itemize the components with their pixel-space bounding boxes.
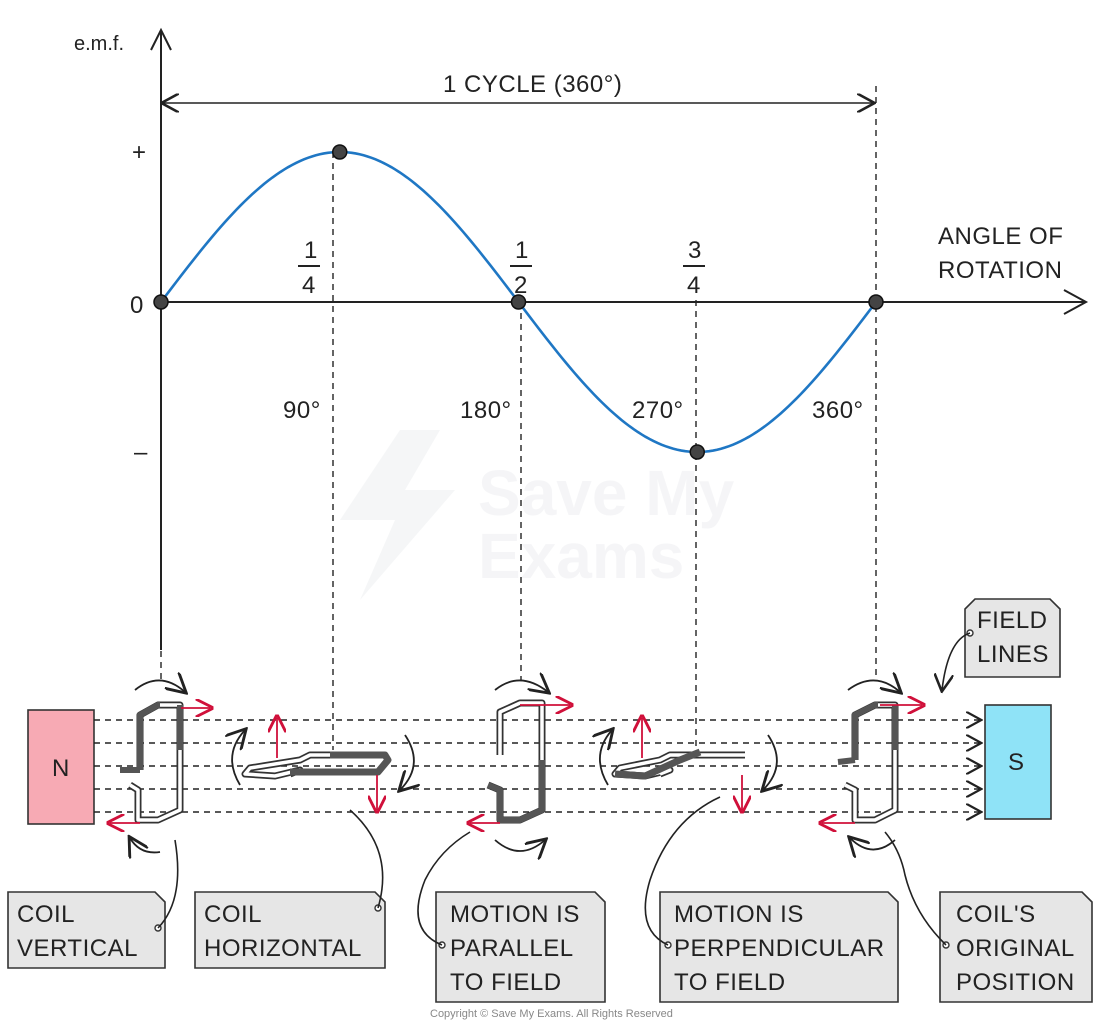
cycle-label: 1 CYCLE (360°) [443, 71, 622, 98]
callout-original-2: ORIGINAL [956, 935, 1075, 962]
y-axis-label: e.m.f. [74, 33, 124, 55]
fraction-quarter: 1 4 [298, 237, 320, 299]
coil-vertical-180 [470, 680, 570, 851]
x-axis-label-line-1: ANGLE OF [938, 223, 1063, 250]
callout-field-lines-1: FIELD [977, 607, 1048, 634]
degree-270: 270° [632, 397, 684, 424]
degree-90: 90° [283, 397, 321, 424]
callout-original-1: COIL'S [956, 901, 1036, 928]
curve-point-180 [510, 294, 527, 310]
south-pole [984, 704, 1052, 820]
south-label: S [1008, 749, 1025, 776]
callout-parallel-2: PARALLEL [450, 935, 574, 962]
watermark-line-2: Exams [478, 520, 684, 592]
callout-field-lines: FIELD LINES [942, 598, 1061, 690]
y-minus-label: – [134, 439, 148, 466]
callout-coil-horizontal-1: COIL [204, 901, 262, 928]
callout-coil-horizontal: COIL HORIZONTAL [194, 809, 386, 969]
coil-original-360 [822, 680, 922, 849]
north-pole [27, 709, 95, 825]
fraction-half: 1 2 [510, 237, 532, 299]
fraction-three-quarter-den: 4 [687, 272, 700, 299]
callout-coil-vertical-1: COIL [17, 901, 75, 928]
callout-perpendicular-3: TO FIELD [674, 969, 786, 996]
field-lines [94, 720, 980, 812]
callout-coil-horizontal-2: HORIZONTAL [204, 935, 362, 962]
y-plus-label: + [132, 139, 147, 166]
curve-point-90 [332, 144, 348, 160]
curve-point-360 [868, 294, 884, 310]
fraction-half-den: 2 [514, 272, 527, 299]
callout-perpendicular-2: PERPENDICULAR [674, 935, 885, 962]
coil-horizontal-270 [600, 718, 777, 810]
y-zero-label: 0 [130, 292, 144, 319]
callout-coil-vertical-2: VERTICAL [17, 935, 138, 962]
fraction-three-quarter: 3 4 [683, 237, 705, 299]
callout-parallel: MOTION IS PARALLEL TO FIELD [417, 831, 606, 1003]
callout-perpendicular-1: MOTION IS [674, 901, 804, 928]
fraction-three-quarter-num: 3 [688, 237, 701, 264]
fraction-quarter-den: 4 [302, 272, 315, 299]
north-label: N [52, 755, 70, 782]
degree-360: 360° [812, 397, 864, 424]
curve-point-0 [153, 294, 169, 310]
copyright: Copyright © Save My Exams. All Rights Re… [430, 1008, 673, 1020]
curve-key-points [153, 144, 884, 460]
callout-original-3: POSITION [956, 969, 1075, 996]
degree-180: 180° [460, 397, 512, 424]
fraction-half-num: 1 [515, 237, 528, 264]
callout-coil-vertical: COIL VERTICAL [7, 839, 179, 969]
coil-vertical-0 [110, 680, 210, 852]
callout-perpendicular: MOTION IS PERPENDICULAR TO FIELD [644, 796, 899, 1003]
callout-parallel-1: MOTION IS [450, 901, 580, 928]
callout-parallel-3: TO FIELD [450, 969, 562, 996]
coil-horizontal-90 [232, 718, 414, 810]
callout-original-position: COIL'S ORIGINAL POSITION [884, 831, 1093, 1003]
callout-field-lines-2: LINES [977, 641, 1049, 668]
watermark: Save My Exams [340, 430, 735, 600]
curve-point-270 [689, 444, 705, 460]
x-axis-arrowhead [1063, 289, 1089, 315]
y-axis-arrowhead [150, 27, 172, 51]
x-axis-label-line-2: ROTATION [938, 257, 1062, 284]
fraction-quarter-num: 1 [304, 237, 317, 264]
